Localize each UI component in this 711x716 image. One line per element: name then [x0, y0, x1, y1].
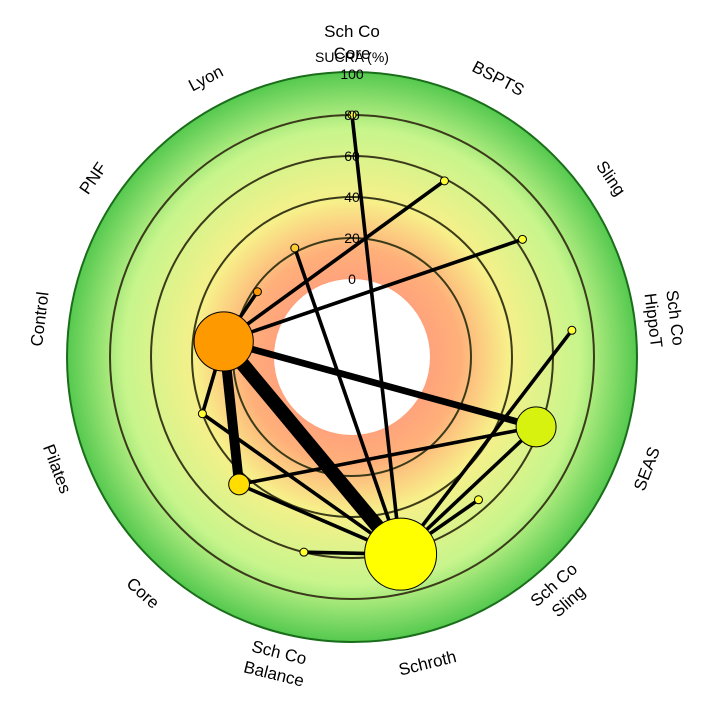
node-6	[364, 517, 438, 591]
edge-2	[222, 338, 537, 431]
sucra-ticks: SUCRA (%) 0 20 40 60 80 100	[315, 49, 389, 287]
label-11: PNF	[76, 159, 111, 198]
node-0	[347, 110, 357, 120]
label-3: Sch CoHippoT	[640, 289, 687, 349]
tick-80: 80	[344, 107, 360, 123]
node-7	[299, 547, 309, 557]
label-10: Control	[27, 291, 52, 348]
label-7: Sch CoBalance	[242, 636, 311, 691]
node-10	[193, 311, 254, 372]
sucra-rings	[109, 114, 595, 600]
edge-9	[350, 114, 403, 555]
edge-10	[399, 329, 574, 556]
tick-40: 40	[344, 189, 360, 205]
ring-40	[191, 196, 513, 518]
tick-60: 60	[344, 148, 360, 164]
label-6: Schroth	[397, 647, 458, 679]
node-9	[197, 409, 207, 419]
label-4: SEAS	[630, 444, 664, 493]
edge-15	[201, 412, 402, 556]
edge-3	[222, 179, 446, 343]
tick-20: 20	[344, 230, 360, 246]
node-3	[567, 325, 577, 335]
axis-title: SUCRA (%)	[315, 49, 389, 65]
node-1	[439, 176, 449, 186]
node-12	[290, 243, 300, 253]
tick-0: 0	[348, 271, 356, 287]
node-2	[517, 234, 527, 244]
label-2: Sling	[592, 157, 629, 199]
label-1: BSPTS	[469, 57, 527, 100]
edge-13	[293, 247, 403, 555]
node-8	[228, 473, 251, 496]
edge-0	[218, 336, 407, 559]
node-4	[515, 406, 557, 448]
label-12: Lyon	[185, 62, 226, 96]
label-8: Core	[123, 574, 163, 613]
node-11	[252, 287, 262, 297]
label-9: Pilates	[39, 442, 75, 496]
network-nodes	[193, 110, 577, 591]
ring-0	[274, 279, 430, 435]
tick-100: 100	[340, 66, 364, 82]
node-5	[473, 495, 483, 505]
